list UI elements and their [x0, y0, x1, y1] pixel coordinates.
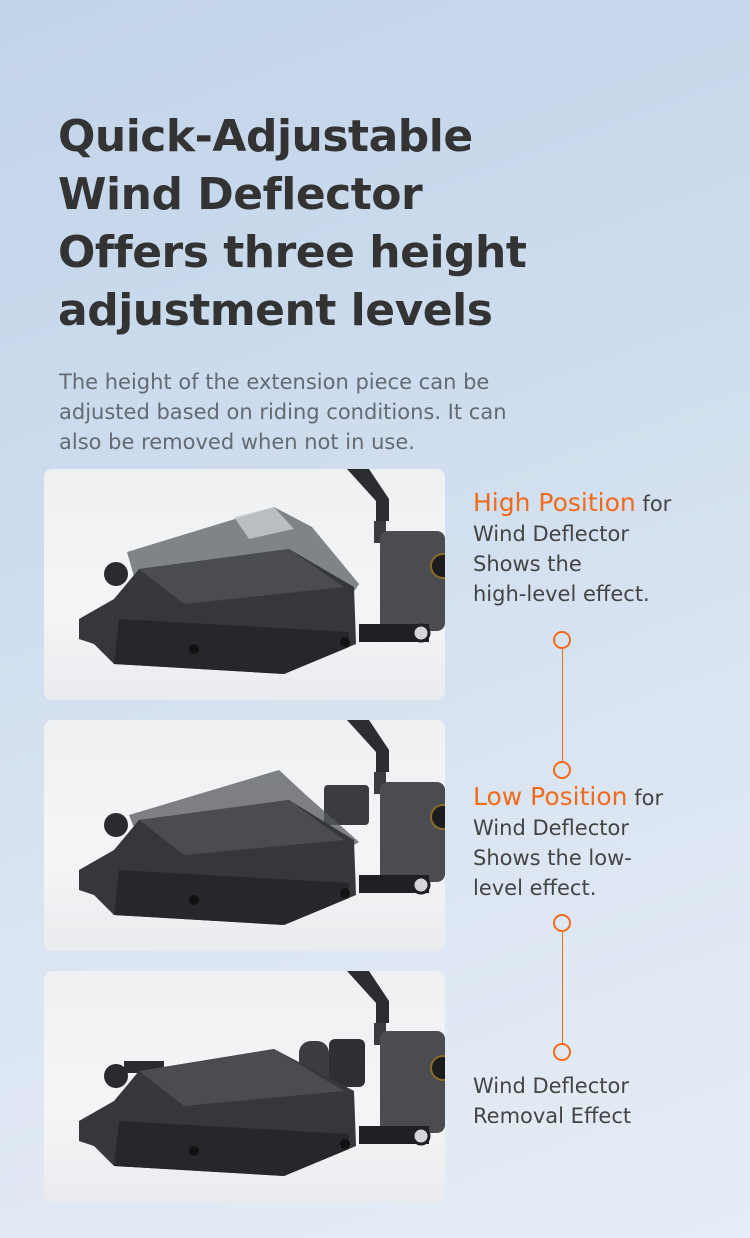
title-line-4: adjustment levels [58, 285, 493, 336]
handguard-deflector-removed-photo [44, 971, 445, 1202]
timeline-node-3 [553, 914, 571, 932]
caption-high-highlight: High Position [473, 488, 636, 517]
caption-low-position: Low Position for Wind Deflector Shows th… [473, 782, 743, 903]
caption-high-suffix: for [635, 492, 672, 516]
caption-high-line-2: Shows the [473, 552, 582, 576]
title-line-1: Quick-Adjustable [58, 111, 473, 162]
timeline-node-4 [553, 1043, 571, 1061]
title-line-3: Offers three height [58, 227, 527, 278]
caption-low-highlight: Low Position [473, 782, 628, 811]
title-line-2: Wind Deflector [58, 169, 423, 220]
caption-low-line-3: level effect. [473, 876, 597, 900]
caption-removal-line-2: Removal Effect [473, 1104, 632, 1128]
handguard-low-illustration [79, 720, 445, 925]
handguard-high-position-photo [44, 469, 445, 700]
caption-removal: Wind Deflector Removal Effect [473, 1071, 743, 1131]
description-line-2: adjusted based on riding conditions. It … [59, 400, 507, 424]
caption-high-position: High Position for Wind Deflector Shows t… [473, 488, 743, 609]
caption-high-heading: High Position for [473, 488, 743, 519]
handguard-high-illustration [79, 469, 445, 674]
handguard-low-position-photo [44, 720, 445, 951]
caption-high-line-3: high-level effect. [473, 582, 650, 606]
description: The height of the extension piece can be… [59, 367, 619, 457]
timeline-node-2 [553, 761, 571, 779]
timeline-connector-2 [561, 932, 563, 1043]
caption-low-suffix: for [627, 786, 664, 810]
caption-low-heading: Low Position for [473, 782, 743, 813]
page-title: Quick-Adjustable Wind Deflector Offers t… [58, 108, 658, 340]
timeline-node-1 [553, 631, 571, 649]
description-line-3: also be removed when not in use. [59, 430, 415, 454]
description-line-1: The height of the extension piece can be [59, 370, 490, 394]
caption-low-line-1: Wind Deflector [473, 816, 629, 840]
timeline-connector-1 [561, 649, 563, 761]
caption-low-line-2: Shows the low- [473, 846, 632, 870]
caption-removal-line-1: Wind Deflector [473, 1074, 629, 1098]
handguard-removed-illustration [79, 971, 445, 1176]
caption-high-line-1: Wind Deflector [473, 522, 629, 546]
